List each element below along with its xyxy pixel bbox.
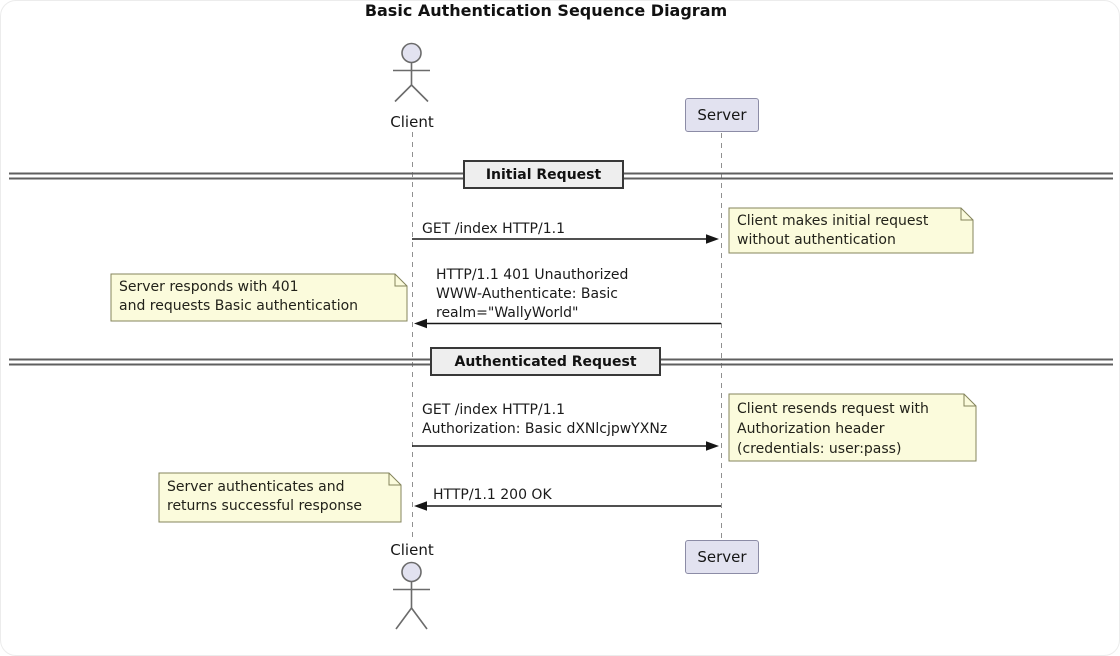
note-shape-4 — [158, 472, 402, 523]
arrow-message-1 — [412, 234, 719, 244]
client-label-top: Client — [390, 113, 434, 131]
message-2-line-2: WWW-Authenticate: Basic — [436, 286, 618, 302]
note-4-line-2: returns successful response — [167, 498, 363, 514]
message-1-label: GET /index HTTP/1.1 — [422, 220, 565, 239]
message-2-line-1: HTTP/1.1 401 Unauthorized — [436, 267, 629, 283]
divider-authenticated-request: Authenticated Request — [430, 347, 661, 376]
note-3-line-2: Authorization header — [737, 421, 885, 437]
note-1-line-1: Client makes initial request — [737, 213, 929, 229]
note-shape-1 — [728, 207, 974, 254]
message-4-label: HTTP/1.1 200 OK — [433, 486, 552, 505]
note-4: Server authenticates and returns success… — [167, 478, 362, 516]
note-2-line-2: and requests Basic authentication — [119, 298, 359, 314]
message-3-line-1: GET /index HTTP/1.1 — [422, 402, 565, 418]
client-label-bottom: Client — [390, 541, 434, 559]
note-3-line-3: (credentials: user:pass) — [737, 441, 902, 457]
note-3: Client resends request with Authorizatio… — [737, 399, 929, 459]
note-shape-2 — [110, 273, 408, 322]
divider-initial-request: Initial Request — [463, 160, 624, 189]
note-2: Server responds with 401 and requests Ba… — [119, 278, 358, 316]
actor-figure-client-bottom — [393, 561, 430, 630]
actor-figure-client-top — [393, 42, 430, 103]
message-4-line-1: HTTP/1.1 200 OK — [433, 487, 552, 503]
arrow-message-3 — [412, 441, 719, 451]
diagram-title: Basic Authentication Sequence Diagram — [364, 1, 728, 20]
message-2-line-3: realm="WallyWorld" — [436, 305, 579, 321]
note-3-line-1: Client resends request with — [737, 401, 929, 417]
note-4-line-1: Server authenticates and — [167, 479, 345, 495]
message-2-label: HTTP/1.1 401 Unauthorized WWW-Authentica… — [436, 266, 628, 323]
note-2-line-1: Server responds with 401 — [119, 279, 299, 295]
note-1: Client makes initial request without aut… — [737, 212, 928, 250]
note-shape-3 — [728, 393, 977, 462]
arrow-message-4 — [414, 501, 721, 511]
message-3-label: GET /index HTTP/1.1 Authorization: Basic… — [422, 401, 667, 439]
participant-server-bottom: Server — [685, 540, 759, 574]
message-1-line-1: GET /index HTTP/1.1 — [422, 221, 565, 237]
arrow-message-2 — [414, 318, 721, 329]
message-3-line-2: Authorization: Basic dXNlcjpwYXNz — [422, 421, 668, 437]
participant-server-top: Server — [685, 98, 759, 132]
note-1-line-2: without authentication — [737, 232, 896, 248]
